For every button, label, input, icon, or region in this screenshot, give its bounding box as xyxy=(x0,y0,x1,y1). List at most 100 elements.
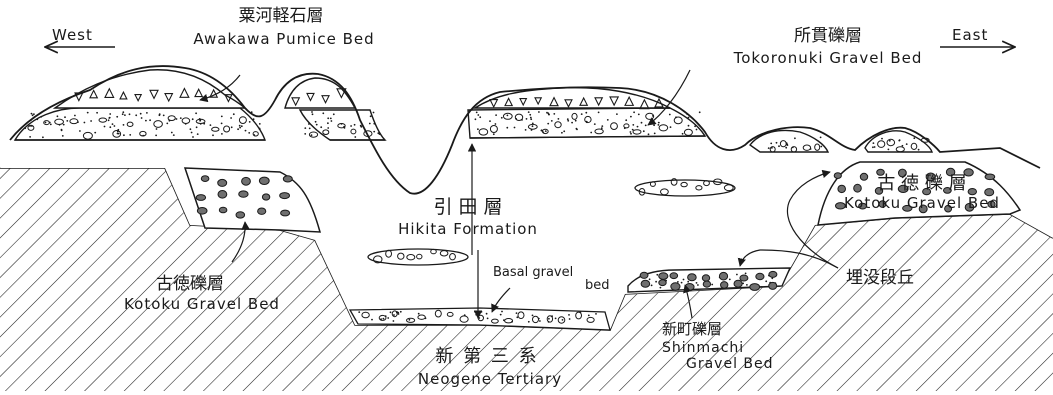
pumice-fragment xyxy=(164,93,174,103)
gravel-pebble xyxy=(984,173,996,181)
tokoronuki-jp-label: 所貫礫層 xyxy=(794,26,862,46)
sand-dot xyxy=(179,117,182,119)
gravel-pebble xyxy=(945,167,956,177)
sand-dot xyxy=(499,313,502,316)
gravel-pebble xyxy=(658,272,669,280)
gravel-pebble xyxy=(640,279,651,288)
awakawa-jp-label: 粟河軽石層 xyxy=(238,6,324,26)
sand-dot xyxy=(630,132,632,135)
sand-dot xyxy=(124,114,126,116)
sand-dot xyxy=(546,111,548,114)
pumice-fragment xyxy=(504,97,514,107)
gravel-pebble xyxy=(876,168,885,176)
sand-dot xyxy=(393,314,395,316)
gravel-pebble xyxy=(768,281,778,290)
pumice-fragment xyxy=(654,97,664,108)
sand-dot xyxy=(86,111,89,114)
sand-dot xyxy=(360,125,363,128)
sand-dot xyxy=(145,119,147,122)
sand-dot xyxy=(668,113,671,116)
sand-dot xyxy=(694,125,696,128)
pebble xyxy=(713,178,723,186)
pebble xyxy=(337,123,346,129)
sand-dot xyxy=(736,273,738,276)
pumice-fragment xyxy=(519,98,528,107)
sand-dot xyxy=(172,134,175,137)
sand-dot xyxy=(531,314,534,317)
sand-dot xyxy=(881,137,883,140)
sand-dot xyxy=(744,272,747,275)
pebble xyxy=(546,315,554,323)
pebble xyxy=(223,125,231,133)
pebble xyxy=(541,128,549,135)
pumice-fragment xyxy=(321,95,330,105)
sand-dot xyxy=(905,143,908,146)
gravel-lens-lower xyxy=(367,248,469,266)
sand-dot xyxy=(96,111,98,114)
pebble xyxy=(680,181,688,188)
pebble xyxy=(439,250,449,257)
gravel-pebble xyxy=(670,282,681,291)
sand-dot xyxy=(681,132,684,135)
sand-dot xyxy=(475,111,478,114)
pebble xyxy=(391,310,398,318)
sand-dot xyxy=(531,125,534,128)
sand-dot xyxy=(320,126,323,129)
pebble xyxy=(27,124,35,131)
sand-dot xyxy=(166,122,169,125)
gravel-pebble xyxy=(835,202,846,210)
gravel-pebble xyxy=(918,204,928,214)
pebble xyxy=(489,125,498,133)
pebble xyxy=(502,112,513,120)
sand-dot xyxy=(697,284,699,286)
gravel-pebble xyxy=(261,193,271,201)
sand-dot xyxy=(765,280,768,283)
sand-dot xyxy=(387,317,390,319)
sand-dot xyxy=(633,111,635,114)
hikita-en-label: Hikita Formation xyxy=(398,220,538,238)
sand-dot xyxy=(135,114,138,117)
sand-dot xyxy=(480,311,483,313)
sand-dot xyxy=(794,137,796,140)
sand-dot xyxy=(121,113,124,116)
pebble xyxy=(514,113,524,122)
pumice-fragment xyxy=(549,96,559,107)
gravel-pebble xyxy=(196,207,208,215)
sand-dot xyxy=(353,123,356,126)
sand-dot xyxy=(538,111,540,113)
sand-dot xyxy=(329,117,332,120)
sand-dot xyxy=(640,121,643,124)
pebble xyxy=(361,311,370,319)
sand-dot xyxy=(917,148,920,151)
pebble xyxy=(416,253,423,260)
sand-dot xyxy=(506,126,509,129)
sand-dot xyxy=(310,134,313,137)
sand-dot xyxy=(192,136,194,138)
sand-dot xyxy=(527,320,530,323)
sand-dot xyxy=(378,133,381,136)
sand-dot xyxy=(901,144,904,147)
tokoronuki-en-label: Tokoronuki Gravel Bed xyxy=(733,49,923,67)
sand-dot xyxy=(66,120,69,122)
sand-dot xyxy=(107,119,110,122)
sand-dot xyxy=(74,114,76,117)
sand-dot xyxy=(580,113,583,115)
sand-dot xyxy=(122,124,125,126)
gravel-pebble xyxy=(858,202,868,210)
pebble xyxy=(459,315,469,323)
sand-dot xyxy=(315,123,318,126)
sand-dot xyxy=(248,121,251,123)
pumice-fragment xyxy=(609,96,620,107)
sand-dot xyxy=(129,134,132,136)
gravel-pebble xyxy=(195,194,207,201)
gravel-pebble xyxy=(897,184,909,193)
pumice-fragment xyxy=(534,97,543,106)
sand-dot xyxy=(139,112,142,115)
sand-dot xyxy=(574,119,577,122)
gravel-pebble xyxy=(733,279,743,288)
sand-dot xyxy=(372,111,375,114)
gravel-pebble xyxy=(768,270,778,278)
sand-dot xyxy=(122,111,125,114)
sand-dot xyxy=(568,314,570,316)
sand-dot xyxy=(220,122,223,125)
